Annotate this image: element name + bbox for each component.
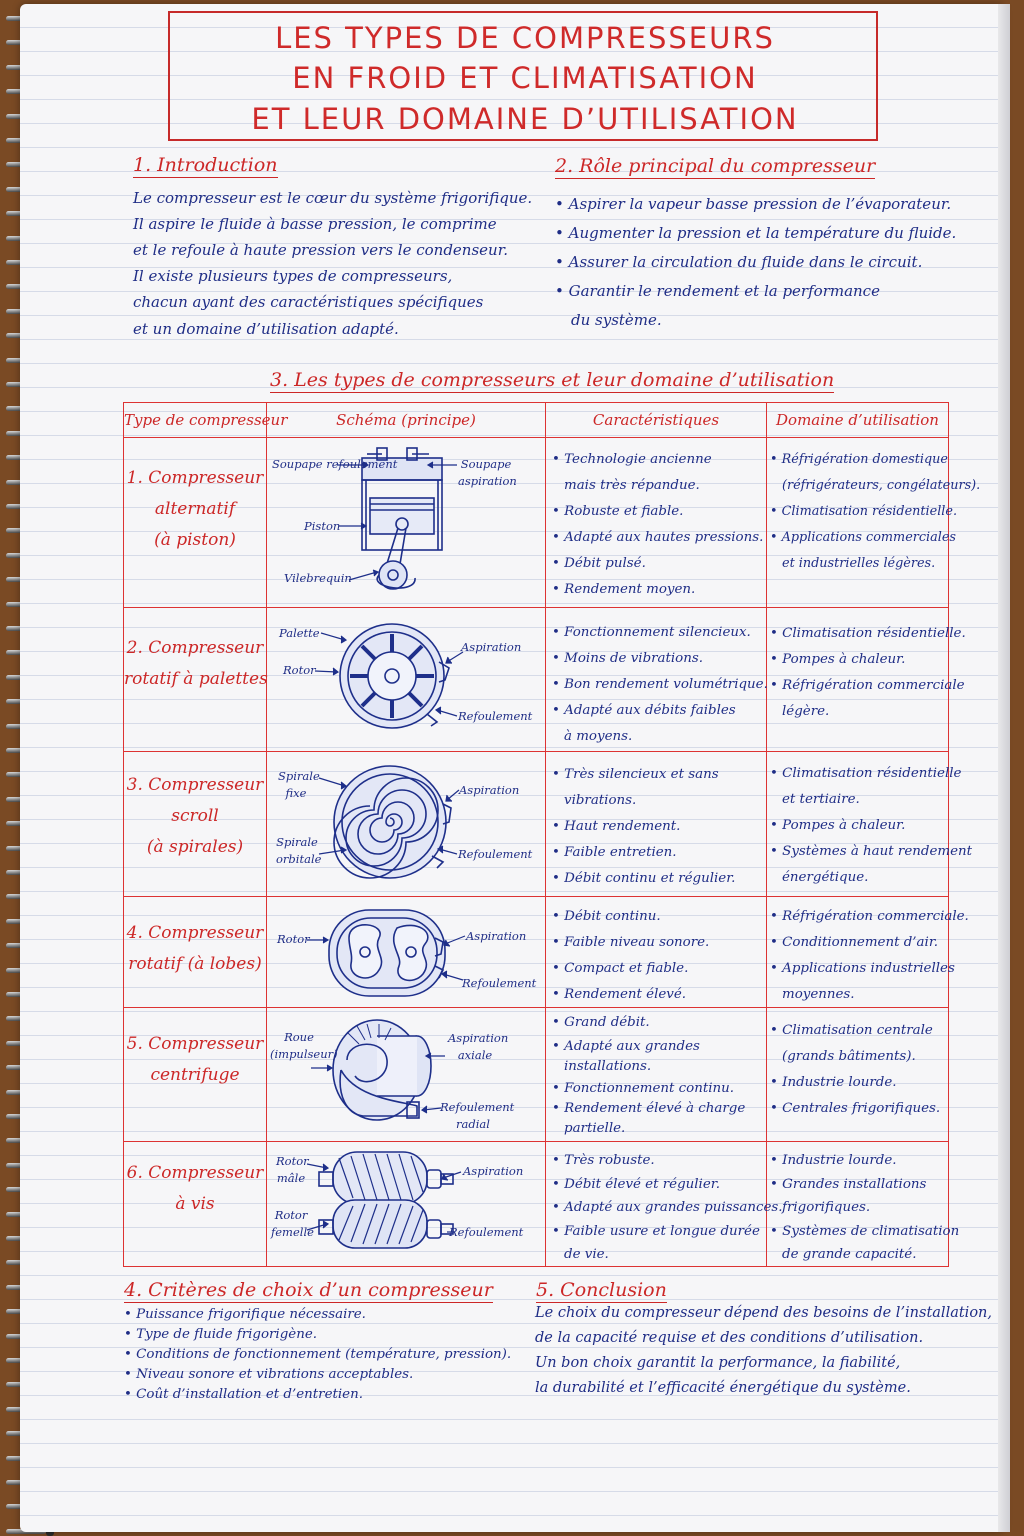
features-cell: Très silencieux et sans vibrations. Haut… [552,762,735,892]
uses-cell: Climatisation résidentielle. Pompes à ch… [770,621,966,725]
lobe-compressor-diagram [307,909,466,997]
diagram-label: Rotor [277,932,310,946]
table-row-divider [123,751,949,752]
diagram-label: Spirale orbitale [276,835,322,866]
table-header-uses: Domaine d’utilisation [776,411,939,429]
intro-line: Il existe plusieurs types de compresseur… [133,267,453,285]
criteria-heading: 4. Critères de choix d’un compresseur [124,1279,493,1303]
compressor-name: 6. Compresseur à vis [126,1163,264,1214]
role-heading: 2. Rôle principal du compresseur [555,155,876,179]
intro-line: et le refoule à haute pression vers le c… [133,241,508,259]
compressor-name: 4. Compresseur rotatif (à lobes) [126,923,264,974]
features-cell: Technologie ancienne mais très répandue.… [552,447,763,603]
title-box: LES TYPES DE COMPRESSEURS EN FROID ET CL… [168,11,878,141]
diagram-label: Rotor mâle [276,1154,309,1185]
vane-compressor-diagram [314,623,464,729]
table-header-schema: Schéma (principe) [336,411,476,429]
diagram-label: Refoulement [449,1225,524,1239]
diagram-label: Aspiration axiale [448,1031,509,1062]
conclusion-line: Le choix du compresseur dépend des besoi… [535,1305,992,1321]
diagram-label: Aspiration [466,929,527,943]
diagram-label: Aspiration [463,1164,524,1178]
diagram-label: Rotor femelle [271,1208,314,1239]
title-line-1: LES TYPES DE COMPRESSEURS [275,21,775,55]
diagram-label: Refoulement [458,709,533,723]
uses-cell: Climatisation centrale (grands bâtiments… [770,1018,940,1122]
diagram-label: Aspiration [459,783,520,797]
diagram-label: Roue (impulseur) [270,1030,338,1061]
role-item-continuation: du système. [571,311,662,329]
role-item: Garantir le rendement et la performance [555,282,880,300]
features-cell: Très robuste. Débit élevé et régulier. A… [552,1149,783,1267]
role-item: Augmenter la pression et la température … [555,224,957,242]
compressor-name: 3. Compresseur scroll (à spirales) [126,775,264,857]
diagram-label: Vilebrequin [284,571,352,585]
compressor-name: 2. Compresseur rotatif à palettes [124,638,268,689]
uses-cell: Réfrigération domestique (réfrigérateurs… [770,447,981,577]
diagram-label: Refoulement radial [440,1100,515,1131]
intro-line: et un domaine d’utilisation adapté. [133,320,399,338]
table-col-divider [545,402,546,1267]
diagram-label: Rotor [283,663,316,677]
intro-line: Il aspire le fluide à basse pression, le… [133,215,497,233]
table-row-divider [123,437,949,438]
diagram-label: Palette [279,626,320,640]
diagram-label: Spirale fixe [278,769,320,800]
role-item: Assurer la circulation du fluide dans le… [555,253,923,271]
uses-cell: Industrie lourde. Grandes installations … [770,1149,959,1267]
uses-cell: Réfrigération commerciale. Conditionneme… [770,904,969,1008]
conclusion-line: la durabilité et l’efficacité énergétiqu… [535,1380,911,1396]
table-row-divider [123,1141,949,1142]
table-row-divider [123,896,949,897]
centrifugal-compressor-diagram [311,1019,445,1121]
intro-heading: 1. Introduction [133,154,278,178]
table-header-features: Caractéristiques [592,411,720,429]
conclusion-line: de la capacité requise et des conditions… [535,1330,924,1346]
diagram-label: Soupape aspiration [458,457,517,488]
compressor-name: 1. Compresseur alternatif (à piston) [126,468,264,550]
conclusion-line: Un bon choix garantit la performance, la… [535,1355,901,1371]
uses-cell: Climatisation résidentielle et tertiaire… [770,761,972,891]
scroll-compressor-diagram [318,765,460,879]
screw-compressor-diagram [306,1151,462,1249]
diagram-label: Refoulement [458,847,533,861]
compressor-name: 5. Compresseur centrifuge [126,1034,264,1085]
features-cell: Fonctionnement silencieux. Moins de vibr… [552,620,768,750]
table-row-divider [123,1007,949,1008]
intro-line: Le compresseur est le cœur du système fr… [133,189,533,207]
page-edge [998,4,1010,1532]
title-line-2: EN FROID ET CLIMATISATION [292,61,758,95]
criteria-list: Puissance frigorifique nécessaire. Type … [124,1305,511,1405]
table-col-divider [266,402,267,1267]
diagram-label: Soupape refoulement [272,457,398,471]
types-heading: 3. Les types de compresseurs et leur dom… [270,369,835,393]
diagram-label: Piston [304,519,341,533]
diagram-label: Aspiration [461,640,522,654]
diagram-label: Refoulement [462,976,537,990]
intro-line: chacun ayant des caractéristiques spécif… [133,293,484,311]
role-item: Aspirer la vapeur basse pression de l’év… [555,195,952,213]
title-line-3: ET LEUR DOMAINE D’UTILISATION [251,102,799,136]
table-row-divider [123,607,949,608]
table-header-type: Type de compresseur [124,411,288,429]
table-col-divider [766,402,767,1267]
piston-compressor-diagram [337,447,457,590]
features-cell: Grand débit. Adapté aux grandes installa… [552,1013,745,1139]
features-cell: Débit continu. Faible niveau sonore. Com… [552,904,709,1008]
conclusion-heading: 5. Conclusion [536,1279,667,1303]
